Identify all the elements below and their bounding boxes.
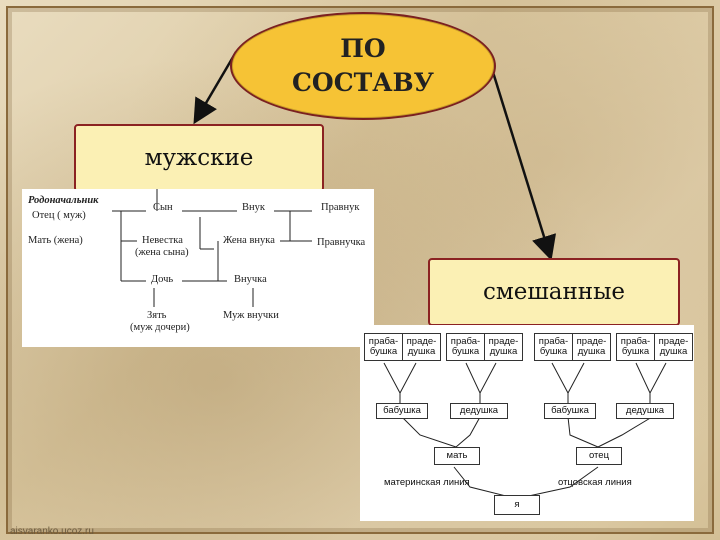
title-text: ПО СОСТАВУ (292, 34, 434, 97)
great-granddaughter-label: Правнучка (317, 237, 366, 248)
male-lineage-diagram: Родоначальник Отец ( муж) Мать (жена) Сы… (22, 189, 374, 347)
grandmother-box-1: бабушка (376, 403, 428, 419)
arrow-to-mixed (486, 55, 557, 261)
me-box: я (494, 495, 540, 515)
daughter-in-law-note: (жена сына) (135, 247, 189, 258)
great-grandmother-box-3: праба- бушка (534, 333, 573, 361)
granddaughter-label: Внучка (234, 274, 267, 285)
grandson-label: Внук (242, 202, 265, 213)
father-label: Отец ( муж) (32, 210, 86, 221)
watermark: aisvaranko.ucoz.ru (10, 526, 94, 537)
founder-label: Родоначальник (28, 195, 99, 206)
great-grandfather-box-1: праде- душка (402, 333, 441, 361)
grandfather-box-1: дедушка (450, 403, 508, 419)
son-label: Сын (153, 202, 173, 213)
paternal-line-label: отцовская линия (558, 477, 632, 488)
mother-label: Мать (жена) (28, 235, 83, 246)
title-oval: ПО СОСТАВУ (230, 12, 496, 120)
maternal-line-label: материнская линия (384, 477, 470, 488)
mixed-category-box: смешанные (428, 258, 680, 326)
father-box: отец (576, 447, 622, 465)
slide-border (6, 6, 714, 534)
grandson-wife-label: Жена внука (223, 235, 275, 246)
grandfather-box-2: дедушка (616, 403, 674, 419)
great-grandmother-box-1: праба- бушка (364, 333, 403, 361)
mixed-lineage-diagram: праба- бушка праде- душка праба- бушка п… (360, 325, 694, 521)
grandmother-box-2: бабушка (544, 403, 596, 419)
great-grandson-label: Правнук (321, 202, 360, 213)
arrow-to-male (193, 51, 238, 125)
male-tree-lines (112, 189, 312, 307)
mixed-tree-lines (383, 362, 667, 498)
son-in-law-note: (муж дочери) (130, 322, 190, 333)
great-grandmother-box-4: праба- бушка (616, 333, 655, 361)
great-grandfather-box-3: праде- душка (572, 333, 611, 361)
great-grandmother-box-2: праба- бушка (446, 333, 485, 361)
daughter-label: Дочь (151, 274, 174, 285)
son-in-law-label: Зять (147, 310, 167, 321)
great-grandfather-box-2: праде- душка (484, 333, 523, 361)
mixed-category-label: смешанные (482, 279, 626, 305)
great-grandfather-box-4: праде- душка (654, 333, 693, 361)
male-category-box: мужские (74, 124, 324, 192)
male-category-label: мужские (144, 145, 254, 171)
daughter-in-law-label: Невестка (142, 235, 183, 246)
mother-box: мать (434, 447, 480, 465)
granddaughter-husband-label: Муж внучки (223, 310, 279, 321)
